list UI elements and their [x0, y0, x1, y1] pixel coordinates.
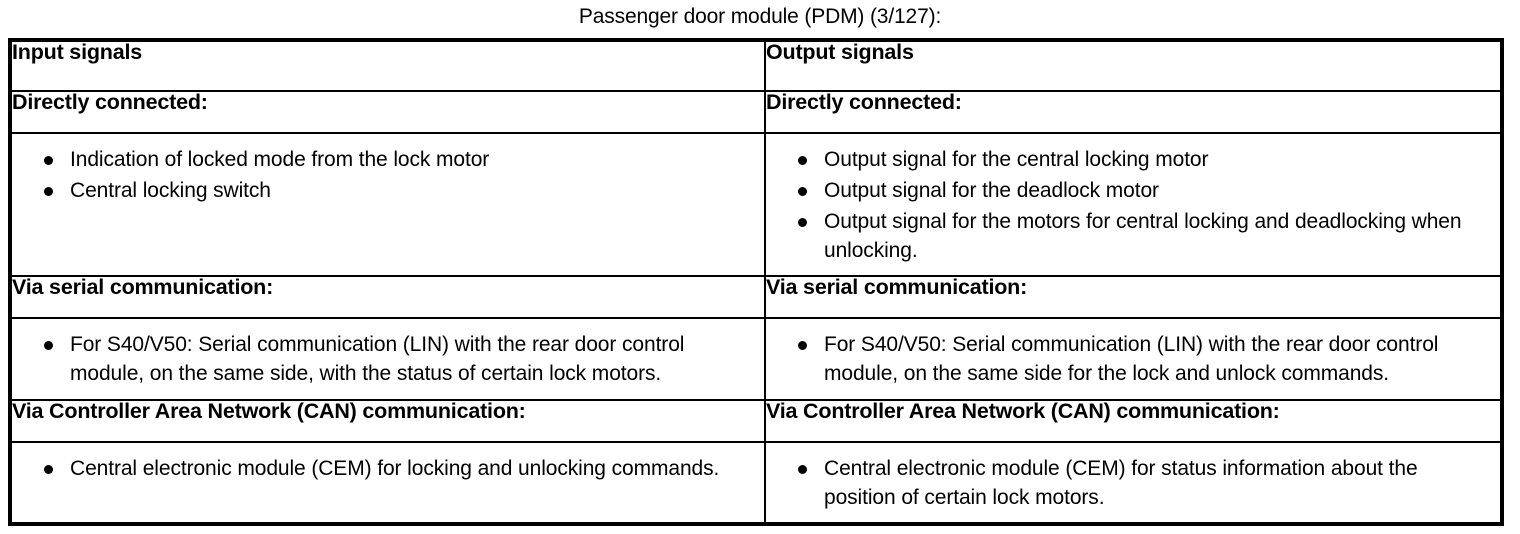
- subheader-right-serial-communication: Via serial communication:: [764, 275, 1500, 320]
- bullet-list-output-can-communication: Central electronic module (CEM) for stat…: [766, 443, 1500, 522]
- bullet-list-input-can-communication: Central electronic module (CEM) for lock…: [12, 443, 764, 493]
- list-item: Output signal for the deadlock motor: [798, 176, 1490, 205]
- bullet-list-input-serial-communication: For S40/V50: Serial communication (LIN) …: [12, 319, 764, 398]
- subheader-row-serial-communication: Via serial communication: Via serial com…: [12, 275, 1500, 320]
- list-item: Central electronic module (CEM) for stat…: [798, 454, 1490, 512]
- list-item: Indication of locked mode from the lock …: [44, 145, 754, 174]
- cell-input-directly-connected: Indication of locked mode from the lock …: [12, 131, 766, 278]
- content-row-can-communication: Central electronic module (CEM) for lock…: [12, 440, 1500, 522]
- subheader-left-directly-connected: Directly connected:: [12, 90, 766, 134]
- subheader-right-directly-connected: Directly connected:: [764, 90, 1500, 134]
- cell-output-can-communication: Central electronic module (CEM) for stat…: [764, 440, 1500, 522]
- list-item: For S40/V50: Serial communication (LIN) …: [798, 330, 1490, 388]
- signals-table: Input signals Output signals Directly co…: [12, 41, 1500, 522]
- table-header-row: Input signals Output signals: [12, 41, 1500, 92]
- page-title: Passenger door module (PDM) (3/127):: [578, 5, 942, 28]
- cell-output-directly-connected: Output signal for the central locking mo…: [764, 131, 1500, 278]
- list-item: Output signal for the motors for central…: [798, 207, 1490, 265]
- subheader-left-serial-communication: Via serial communication:: [12, 275, 766, 320]
- cell-input-can-communication: Central electronic module (CEM) for lock…: [12, 440, 766, 522]
- column-header-input-signals: Input signals: [12, 41, 766, 92]
- cell-input-serial-communication: For S40/V50: Serial communication (LIN) …: [12, 317, 766, 401]
- bullet-list-output-directly-connected: Output signal for the central locking mo…: [766, 134, 1500, 275]
- list-item: Central locking switch: [44, 176, 754, 205]
- content-row-directly-connected: Indication of locked mode from the lock …: [12, 131, 1500, 278]
- signals-table-container: Input signals Output signals Directly co…: [8, 38, 1504, 526]
- bullet-list-input-directly-connected: Indication of locked mode from the lock …: [12, 134, 764, 215]
- list-item: Output signal for the central locking mo…: [798, 145, 1490, 174]
- cell-output-serial-communication: For S40/V50: Serial communication (LIN) …: [764, 317, 1500, 401]
- list-item: Central electronic module (CEM) for lock…: [44, 454, 754, 483]
- subheader-right-can-communication: Via Controller Area Network (CAN) commun…: [764, 398, 1500, 443]
- content-row-serial-communication: For S40/V50: Serial communication (LIN) …: [12, 317, 1500, 401]
- bullet-list-output-serial-communication: For S40/V50: Serial communication (LIN) …: [766, 319, 1500, 398]
- list-item: For S40/V50: Serial communication (LIN) …: [44, 330, 754, 388]
- subheader-left-can-communication: Via Controller Area Network (CAN) commun…: [12, 398, 766, 443]
- subheader-row-directly-connected: Directly connected: Directly connected:: [12, 90, 1500, 134]
- column-header-output-signals: Output signals: [764, 41, 1500, 92]
- subheader-row-can-communication: Via Controller Area Network (CAN) commun…: [12, 398, 1500, 443]
